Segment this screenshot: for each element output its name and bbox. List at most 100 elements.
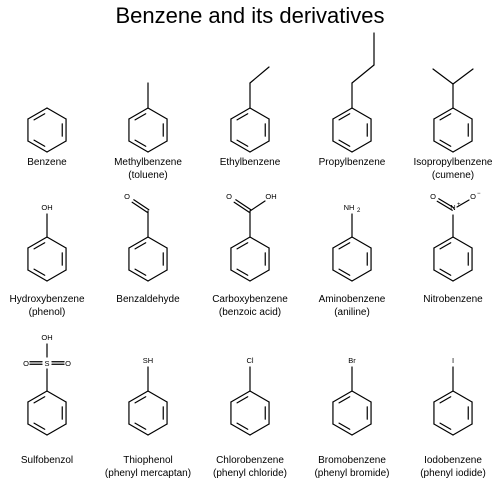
ring-bond [147,423,168,436]
compound-name: Hydroxybenzene [9,294,85,305]
oxygen-label: O [124,192,130,201]
ring-bond [332,140,353,153]
compound-label: Nitrobenzene [403,294,500,307]
ring-bond [230,140,251,153]
ring-bond [332,269,353,282]
ethyl-bond [249,66,270,84]
compound-label: Benzaldehyde [98,294,198,307]
compound-common-name: (phenyl bromide) [314,467,390,479]
ring-bond [452,107,473,120]
ring-bond [332,236,353,249]
ring-bond [230,269,251,282]
double-bond-inner [33,396,46,404]
ring-bond [128,107,149,120]
ring-bond [128,140,149,153]
compound-common-name: (phenyl mercaptan) [104,467,192,479]
hydroxyl-label: OH [41,203,52,212]
double-bond-inner [236,268,249,276]
carbonyl-double-bond [131,201,148,213]
sulfur-label: S [44,359,49,368]
double-bond-inner [338,396,351,404]
hydroxyl-label: OH [265,192,276,201]
compound-common-name: (benzoic acid) [218,306,282,318]
ring-bond [230,236,251,249]
ring-bond [351,140,372,153]
double-bond-inner [33,113,46,121]
ring-bond [46,423,67,436]
chlorine-label: Cl [246,356,253,365]
charge-label: + [457,202,461,208]
ring-bond [433,107,454,120]
ring-bond [351,390,372,403]
ring-bond [433,390,454,403]
ring-bond [147,140,168,153]
ring-bond [230,390,251,403]
ring-bond [351,107,372,120]
oxygen-label: O [470,192,476,201]
ring-bond [332,390,353,403]
compound-name: Sulfobenzol [20,455,74,466]
hydroxyl-label: OH [41,333,52,342]
ring-bond [452,390,473,403]
compound-label: Methylbenzene(toluene) [98,157,198,182]
ring-bond [351,236,372,249]
ring-bond [27,236,48,249]
ring-bond [46,236,67,249]
double-bond-inner [338,113,351,121]
compound-common-name: (aniline) [334,306,370,318]
ring-bond [128,390,149,403]
compound-label: Hydroxybenzene(phenol) [0,294,97,319]
double-bond-inner [134,422,147,430]
double-bond-inner [33,139,46,147]
oxygen-label: O [65,359,71,368]
amino-label: NH [344,203,355,212]
ring-bond [46,269,67,282]
double-bond-inner [236,113,249,121]
double-bond-inner [338,139,351,147]
ring-bond [147,107,168,120]
ring-bond [452,423,473,436]
compound-label: Iodobenzene(phenyl iodide) [403,455,500,480]
double-bond-inner [134,268,147,276]
double-bond-inner [338,242,351,250]
carbonyl-double-bond [133,199,150,211]
ring-bond [128,269,149,282]
compound-common-name: (cumene) [431,169,475,181]
ring-bond [46,140,67,153]
compound-name: Chlorobenzene [216,455,284,466]
charge-label: − [477,191,481,197]
ring-bond [27,269,48,282]
compound-label: Aminobenzene(aniline) [302,294,402,319]
ring-bond [249,107,270,120]
compound-name: Methylbenzene [114,157,182,168]
ring-bond [452,140,473,153]
double-bond-inner [33,242,46,250]
ring-bond [27,390,48,403]
compound-name: Bromobenzene [318,455,386,466]
double-bond-inner [236,242,249,250]
double-bond-inner [134,242,147,250]
double-bond-inner [338,422,351,430]
compound-common-name: (toluene) [128,169,168,181]
double-bond-inner [236,396,249,404]
ring-bond [452,236,473,249]
compound-name: Thiophenol [123,455,173,466]
double-bond-inner [439,113,452,121]
ring-bond [351,269,372,282]
compound-name: Iodobenzene [424,455,482,466]
page-title: Benzene and its derivatives [115,3,385,28]
double-bond-inner [134,113,147,121]
double-bond-inner [236,139,249,147]
compound-name: Nitrobenzene [423,294,483,305]
double-bond-inner [439,268,452,276]
compound-label: Carboxybenzene(benzoic acid) [200,294,300,319]
ring-bond [27,140,48,153]
carboxyl-bond [249,200,266,212]
double-bond-inner [134,396,147,404]
compound-name: Benzaldehyde [116,294,180,305]
ring-bond [433,269,454,282]
nitro-double-bond [436,200,453,211]
compound-common-name: (phenol) [28,306,66,318]
ring-bond [230,107,251,120]
